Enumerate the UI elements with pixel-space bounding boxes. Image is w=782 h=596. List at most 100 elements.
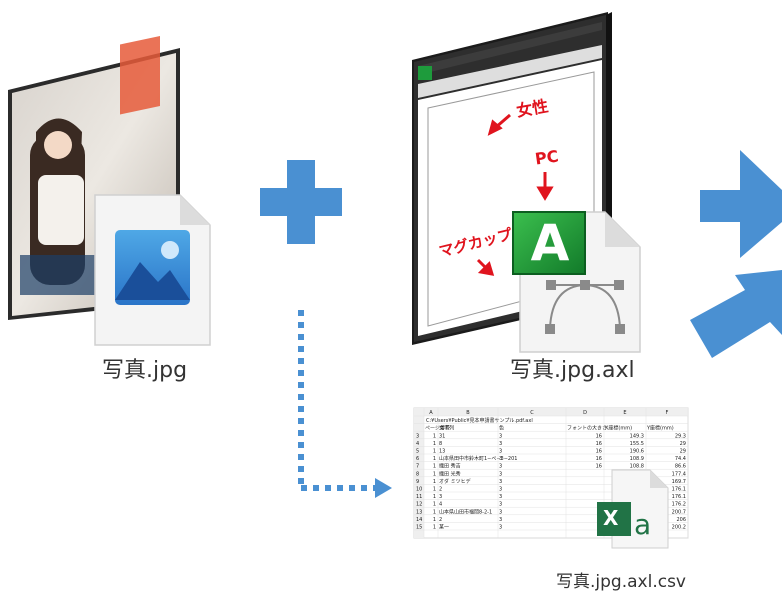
table-cell: 16: [596, 449, 602, 455]
table-cell: 3: [499, 433, 502, 439]
table-cell: 1: [433, 525, 436, 531]
column-header: D: [583, 410, 587, 416]
table-cell: 16: [596, 433, 602, 439]
row-number: 9: [416, 479, 419, 485]
header-cell: X座標(mm): [605, 425, 632, 432]
header-cell: ページ番号: [425, 425, 450, 432]
row-number: 14: [416, 517, 422, 523]
table-cell: 29.3: [675, 433, 686, 439]
table-cell: 13: [439, 449, 445, 455]
table-cell: 176.1: [672, 494, 686, 500]
table-cell: 108.8: [630, 464, 644, 470]
table-cell: 1: [433, 479, 436, 485]
row-number: 13: [416, 509, 422, 515]
table-cell: 3: [499, 456, 502, 462]
table-cell: 山本県田中市鈴木町1−ぺ−3−201: [439, 455, 517, 462]
table-cell: 2: [439, 487, 442, 493]
table-cell: 169.7: [672, 479, 686, 485]
output-arrow-bottom: [690, 270, 782, 358]
table-cell: 29: [680, 441, 686, 447]
row-number: 15: [416, 525, 422, 531]
row-number: 8: [416, 471, 419, 477]
row-number: 5: [416, 449, 419, 455]
table-cell: 86.6: [675, 464, 686, 470]
table-cell: 155.5: [630, 441, 644, 447]
table-cell: 3: [499, 479, 502, 485]
table-cell: 1: [433, 502, 436, 508]
table-cell: 190.6: [630, 449, 644, 455]
table-cell: 織田 秀吉: [439, 463, 461, 470]
row-number: 4: [416, 441, 419, 447]
header-cell: Y座標(mm): [646, 425, 674, 432]
annotation-pc: PC: [533, 146, 560, 169]
table-cell: 3: [499, 487, 502, 493]
table-cell: 某一: [439, 525, 449, 531]
output-arrow-top: [700, 150, 782, 258]
table-cell: 16: [596, 441, 602, 447]
row-number: 12: [416, 502, 422, 508]
table-cell: 1: [433, 464, 436, 470]
excel-badge-letter: X: [603, 506, 619, 530]
row-number: 11: [416, 494, 422, 500]
csv-file-label: 写真.jpg.axl.csv: [556, 572, 686, 592]
excel-file-icon: [597, 469, 669, 549]
column-header: F: [666, 410, 669, 416]
column-header: B: [466, 410, 470, 416]
table-cell: 3: [499, 449, 502, 455]
axl-badge-letter: A: [530, 214, 570, 272]
annotation-arrows: [476, 113, 554, 276]
table-cell: 8: [439, 441, 442, 447]
column-header: C: [530, 410, 534, 416]
table-cell: 山本県山田市福岡8-2-1: [439, 508, 492, 515]
table-cell: 16: [596, 464, 602, 470]
table-cell: 3: [499, 494, 502, 500]
path-row: C:¥Users¥Public¥見本申請書サンプル.pdf.axl: [426, 417, 533, 424]
table-cell: 206: [676, 517, 686, 523]
table-cell: 1: [433, 509, 436, 515]
column-header: A: [429, 410, 433, 416]
row-number: 6: [416, 456, 419, 462]
table-cell: 2: [439, 517, 442, 523]
table-cell: 29: [680, 449, 686, 455]
row-number: 3: [416, 433, 419, 439]
table-cell: 149.3: [630, 433, 644, 439]
table-cell: 200.2: [672, 525, 686, 531]
table-cell: 177.4: [672, 471, 686, 477]
table-cell: 1: [433, 441, 436, 447]
plus-icon: [260, 160, 342, 244]
table-cell: 3: [499, 441, 502, 447]
header-cell: 文字列: [439, 425, 454, 432]
dotted-arrow: [298, 310, 392, 498]
table-cell: 1: [433, 449, 436, 455]
header-cell: 色: [499, 425, 504, 432]
table-cell: 3: [499, 509, 502, 515]
image-file-icon: [94, 194, 211, 346]
table-cell: 1: [433, 517, 436, 523]
table-cell: 176.2: [672, 502, 686, 508]
photo-file-label: 写真.jpg: [102, 358, 188, 383]
axl-file-label: 写真.jpg.axl: [510, 358, 635, 383]
row-number: 10: [416, 487, 422, 493]
table-cell: 176.1: [672, 487, 686, 493]
header-cell: フォントの大きさ: [567, 425, 607, 432]
table-cell: 31: [439, 433, 445, 439]
table-cell: 4: [439, 502, 442, 508]
row-number: 7: [416, 464, 419, 470]
table-cell: 200.7: [672, 509, 686, 515]
axl-app-icon: [418, 66, 432, 80]
table-cell: 3: [499, 471, 502, 477]
axl-file-icon: [512, 211, 641, 353]
table-cell: 74.4: [675, 456, 686, 462]
table-cell: 1: [433, 456, 436, 462]
table-cell: 1: [433, 433, 436, 439]
table-cell: オダ ミツヒデ: [439, 478, 471, 485]
table-cell: 3: [439, 494, 442, 500]
table-cell: 3: [499, 517, 502, 523]
table-cell: 3: [499, 502, 502, 508]
table-cell: 3: [499, 525, 502, 531]
table-cell: 108.9: [630, 456, 644, 462]
table-cell: 織田 光秀: [439, 470, 461, 477]
table-cell: 3: [499, 464, 502, 470]
table-cell: 16: [596, 456, 602, 462]
